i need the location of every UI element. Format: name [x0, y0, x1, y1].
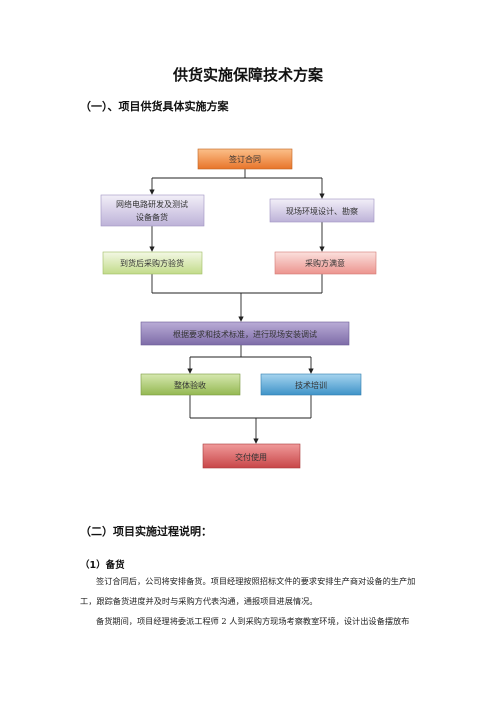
- flow-box-left-top-line1: 网络电路研发及测试: [116, 199, 188, 209]
- section-heading-1: （一）、项目供货具体实施方案: [80, 100, 229, 113]
- flow-box-accept-label: 整体验收: [174, 380, 206, 390]
- flow-connectors: [149, 169, 325, 444]
- paragraph-2: 备货期间，项目经理将委派工程师 2 人到采购方现场考察教室环境，设计出设备摆放布: [96, 616, 410, 626]
- flow-box-install-label: 根据要求和技术标准，进行现场安装调试: [173, 329, 317, 339]
- flow-box-deliver-label: 交付使用: [235, 452, 267, 462]
- flow-box-start: 签订合同: [197, 148, 293, 170]
- flow-box-right-top-label: 现场环境设计、勘察: [286, 206, 358, 216]
- flow-box-accept: 整体验收: [140, 373, 241, 396]
- flow-box-left-bottom-label: 到货后采购方验货: [120, 258, 184, 268]
- flow-box-right-bottom-label: 采购方满意: [305, 258, 345, 268]
- paragraph-1: 签订合同后，公司将安排备货。项目经理按照招标文件的要求安排生产商对设备的生产加工…: [80, 576, 416, 606]
- flow-box-training: 技术培训: [260, 373, 362, 396]
- flow-box-right-top: 现场环境设计、勘察: [269, 198, 375, 223]
- flow-box-training-label: 技术培训: [295, 380, 327, 390]
- page-title: 供货实施保障技术方案: [172, 66, 323, 84]
- flow-box-start-label: 签订合同: [229, 154, 261, 164]
- flow-box-left-bottom: 到货后采购方验货: [102, 251, 203, 275]
- subsection-heading-1: （1）备货: [80, 560, 125, 571]
- flow-box-deliver: 交付使用: [202, 443, 301, 469]
- flow-box-left-top-line2: 设备备货: [136, 212, 168, 222]
- flow-box-left-top: 网络电路研发及测试 设备备货: [100, 194, 205, 227]
- flow-box-install: 根据要求和技术标准，进行现场安装调试: [140, 321, 350, 346]
- flowchart: 签订合同 网络电路研发及测试 设备备货 现场环境设计、勘察 到货后采购方验货 采…: [100, 148, 377, 469]
- section-heading-2: （二）项目实施过程说明：: [80, 525, 212, 538]
- flow-box-right-bottom: 采购方满意: [274, 251, 377, 275]
